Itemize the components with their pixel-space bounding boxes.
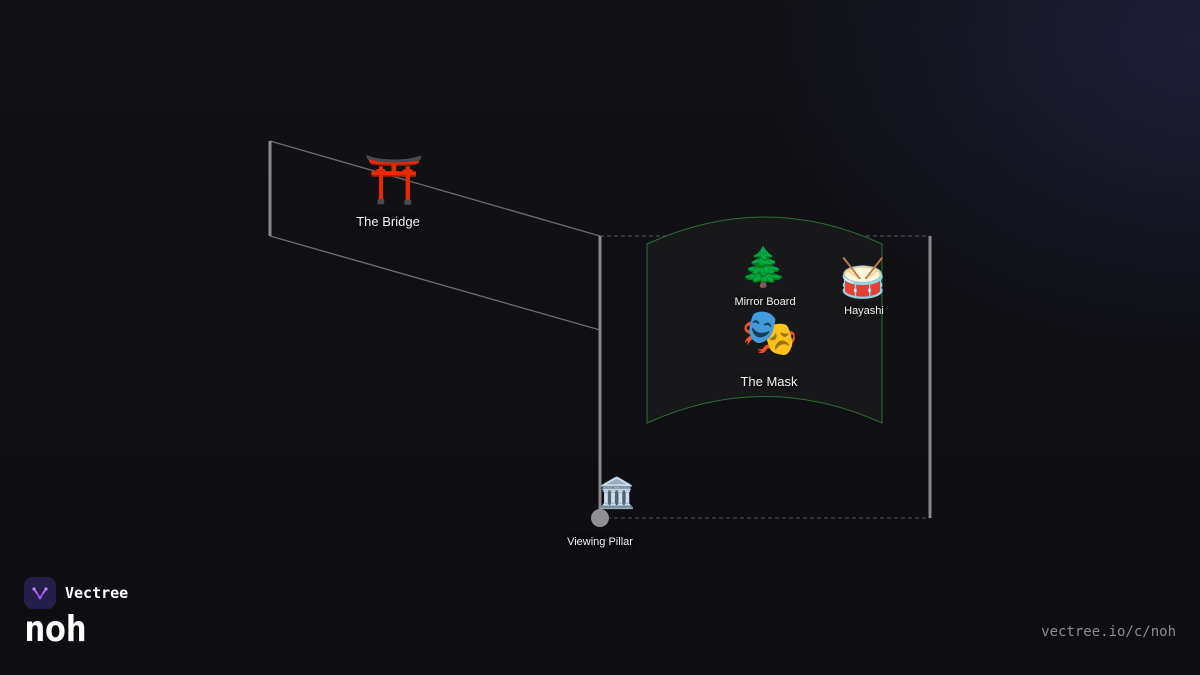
bridge-label: The Bridge (356, 214, 420, 229)
stage-surface (646, 216, 883, 424)
classical-building-icon: 🏛️ (598, 477, 636, 510)
evergreen-tree-icon: 🌲 (740, 247, 788, 289)
performing-arts-icon: 🎭 (741, 306, 799, 358)
source-url: vectree.io/c/noh (1041, 624, 1176, 640)
vectree-logo-glyph (32, 587, 48, 600)
page-title: noh (24, 609, 87, 650)
mirror-board-label: Mirror Board (734, 296, 796, 308)
viewing-pillar-label: Viewing Pillar (567, 536, 633, 548)
torii-gate-icon: ⛩️ (364, 154, 424, 207)
brand: Vectree (24, 577, 128, 609)
bridge-lower-rail (269, 235, 601, 331)
bridge-upper-rail (269, 140, 601, 237)
mask-label: The Mask (740, 374, 798, 389)
drum-icon: 🥁 (839, 258, 887, 300)
hayashi-label: Hayashi (844, 305, 884, 317)
brand-name: Vectree (65, 584, 129, 602)
vectree-logo-icon (24, 577, 56, 609)
viewing-pillar-dot (591, 509, 609, 527)
